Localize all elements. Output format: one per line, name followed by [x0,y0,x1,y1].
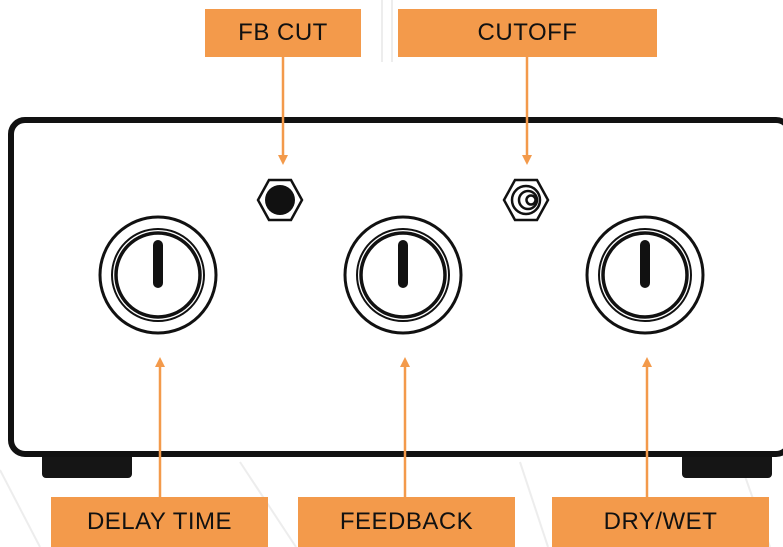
cutoff-switch[interactable] [502,178,550,222]
feedback-knob-cap [359,231,447,319]
cutoff-label: CUTOFF [398,9,657,57]
dry-wet-knob-cap [601,231,689,319]
fb-cut-button [265,185,295,215]
fb-cut-label: FB CUT [205,9,361,57]
dry-wet-knob[interactable] [585,215,705,335]
cutoff-lever [525,194,537,206]
dry-wet-knob-rim [598,228,692,322]
feedback-knob-rim [356,228,450,322]
delay-time-knob-rim [111,228,205,322]
cutoff-inner-ring [517,189,539,211]
cutoff-outer-ring [510,184,542,216]
delay-time-knob-cap [114,231,202,319]
dry-wet-label: DRY/WET [552,497,769,547]
fb-cut-switch[interactable] [256,178,304,222]
delay-time-label: DELAY TIME [51,497,268,547]
delay-time-knob[interactable] [98,215,218,335]
feedback-knob[interactable] [343,215,463,335]
feedback-label: FEEDBACK [298,497,515,547]
